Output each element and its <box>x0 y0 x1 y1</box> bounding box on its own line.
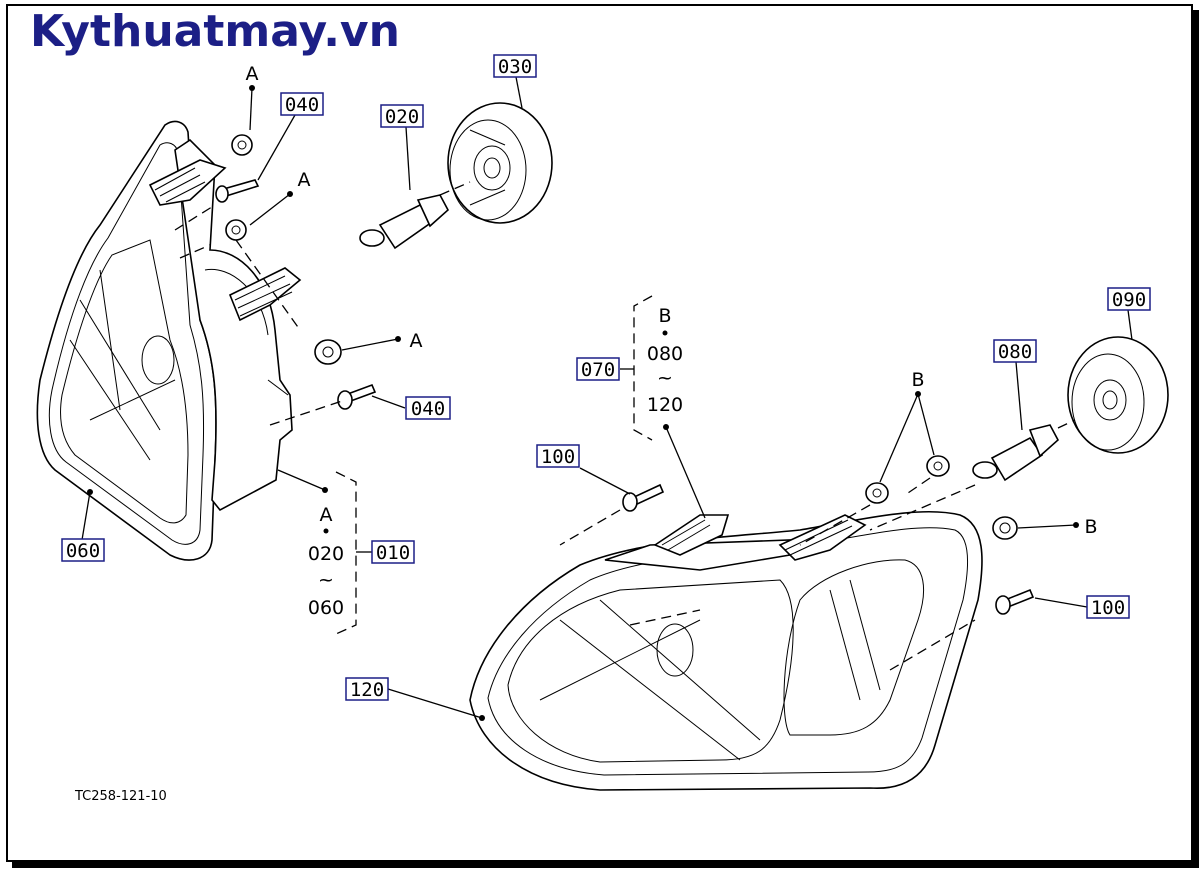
group-left: A 020 ~ 060 <box>308 504 344 619</box>
svg-text:070: 070 <box>581 359 615 381</box>
svg-text:030: 030 <box>498 56 532 78</box>
frame-shadow-bottom <box>12 862 1199 868</box>
callout-a-right: A <box>410 330 423 352</box>
svg-text:~: ~ <box>657 367 673 389</box>
svg-text:060: 060 <box>66 540 100 562</box>
svg-text:080: 080 <box>998 341 1032 363</box>
frame-shadow-right <box>1193 10 1199 866</box>
diagram-code: TC258-121-10 <box>74 789 167 804</box>
left-headlamp <box>36 120 302 561</box>
svg-text:120: 120 <box>350 679 384 701</box>
label-080[interactable]: 080 <box>993 339 1037 363</box>
callout-b-top: B <box>911 369 924 391</box>
svg-text:120: 120 <box>647 394 683 416</box>
site-brand[interactable]: Kythuatmay.vn <box>30 6 400 57</box>
label-100-right[interactable]: 100 <box>1086 595 1130 619</box>
label-070[interactable]: 070 <box>576 357 620 381</box>
label-040-top[interactable]: 040 <box>280 92 324 116</box>
label-120[interactable]: 120 <box>345 677 389 701</box>
right-small-parts <box>622 336 1169 615</box>
left-small-parts <box>215 102 553 410</box>
label-090[interactable]: 090 <box>1107 287 1151 311</box>
callout-a-top: A <box>246 63 259 85</box>
label-100-left[interactable]: 100 <box>536 444 580 468</box>
callout-letters: A A A B B <box>246 63 1098 538</box>
left-leaders <box>81 76 523 635</box>
svg-text:A: A <box>320 504 333 526</box>
part-labels: 030 040 020 040 010 060 090 080 <box>61 54 1151 701</box>
svg-text:090: 090 <box>1112 289 1146 311</box>
svg-text:020: 020 <box>385 106 419 128</box>
svg-text:080: 080 <box>647 343 683 365</box>
svg-text:040: 040 <box>411 398 445 420</box>
svg-text:B: B <box>658 305 671 327</box>
diagram-frame <box>6 4 1193 862</box>
right-leaders <box>387 295 1133 721</box>
svg-text:060: 060 <box>308 597 344 619</box>
svg-text:~: ~ <box>318 569 334 591</box>
svg-text:040: 040 <box>285 94 319 116</box>
label-010[interactable]: 010 <box>371 540 415 564</box>
group-right: B 080 ~ 120 <box>647 305 683 416</box>
svg-text:100: 100 <box>1091 597 1125 619</box>
callout-a-mid: A <box>298 169 311 191</box>
right-headlamp <box>469 510 983 791</box>
callout-b-right: B <box>1084 516 1097 538</box>
label-030[interactable]: 030 <box>493 54 537 78</box>
svg-text:020: 020 <box>308 543 344 565</box>
svg-text:010: 010 <box>376 542 410 564</box>
label-040-mid[interactable]: 040 <box>405 396 451 420</box>
svg-text:100: 100 <box>541 446 575 468</box>
label-020[interactable]: 020 <box>380 104 424 128</box>
label-060[interactable]: 060 <box>61 538 105 562</box>
